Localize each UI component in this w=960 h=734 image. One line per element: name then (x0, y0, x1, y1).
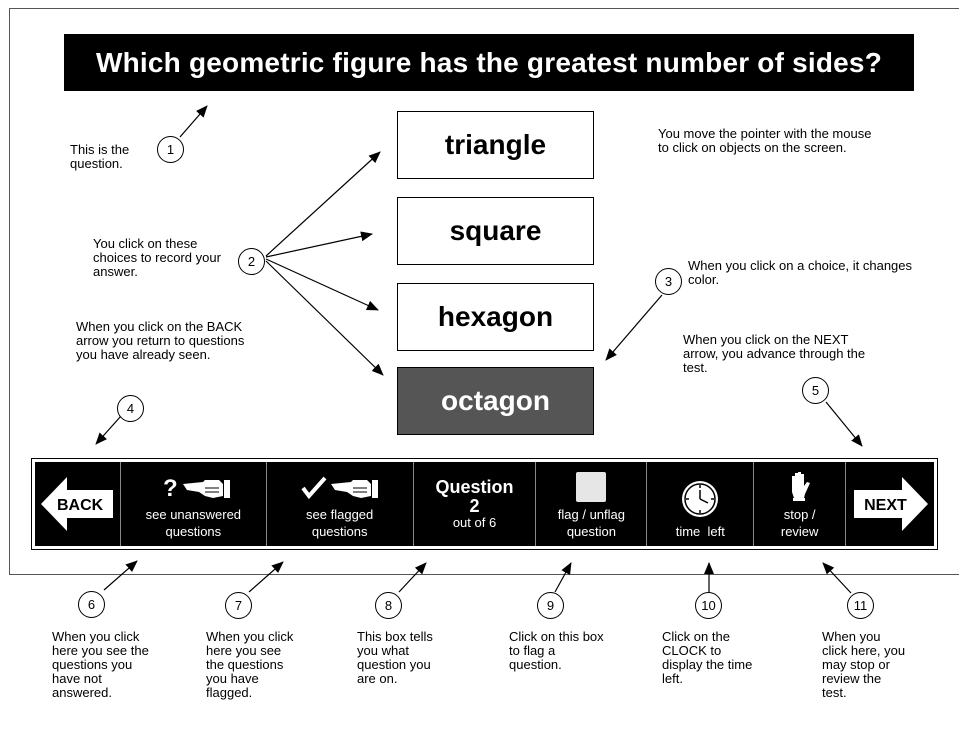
choice-square[interactable]: square (397, 197, 594, 265)
callout-number-7: 7 (225, 592, 252, 619)
callout-number-6: 6 (78, 591, 105, 618)
next-label: NEXT (864, 497, 907, 514)
callout-number-1: 1 (157, 136, 184, 163)
unanswered-label-1: see unanswered (145, 507, 242, 522)
unanswered-label-2: questions (165, 524, 222, 539)
stop-label-1: stop / (783, 507, 816, 522)
choice-triangle[interactable]: triangle (397, 111, 594, 179)
arrow-2d (265, 260, 384, 376)
question-indicator-title: Question (435, 477, 514, 497)
note-next: When you click on the NEXT arrow, you ad… (683, 332, 866, 375)
choice-label: octagon (441, 385, 550, 416)
choice-label: triangle (444, 129, 547, 160)
arrow-4 (95, 415, 122, 445)
arrow-6 (103, 560, 138, 591)
flagged-label-2: questions (311, 524, 368, 539)
arrow-2a (265, 151, 381, 257)
next-arrow-icon (854, 477, 929, 531)
arrow-2b (265, 231, 373, 258)
svg-text:?: ? (163, 475, 178, 502)
note-clock: Click on the CLOCK to display the time l… (662, 629, 753, 686)
note-flagged: When you click here you see the question… (206, 629, 294, 700)
back-label: BACK (57, 497, 104, 514)
next-button[interactable]: NEXT (846, 462, 934, 546)
time-left-label: time left (675, 524, 725, 539)
choice-hexagon[interactable]: hexagon (397, 283, 594, 351)
question-banner: Which geometric figure has the greatest … (64, 34, 914, 91)
question-indicator: Question 2 out of 6 (414, 462, 537, 546)
note-choices: You click on these choices to record you… (93, 236, 221, 279)
arrow-8 (398, 562, 427, 593)
choice-label: square (449, 215, 542, 246)
note-stop: When you click here, you may stop or rev… (822, 629, 906, 700)
question-hand-icon: ? (163, 475, 231, 502)
stop-label-2: review (780, 524, 819, 539)
note-pointer: You move the pointer with the mouse to c… (658, 126, 872, 155)
arrow-1 (179, 105, 208, 138)
navigation-toolbar: BACK ? see unanswered questions see flag… (31, 458, 938, 550)
choice-label: hexagon (437, 301, 554, 332)
back-button[interactable]: BACK (35, 462, 121, 546)
callout-number-11: 11 (847, 592, 874, 619)
callout-number-3: 3 (655, 268, 682, 295)
question-text: Which geometric figure has the greatest … (95, 46, 882, 78)
arrow-3 (605, 294, 663, 361)
note-back: When you click on the BACK arrow you ret… (76, 319, 245, 362)
note-flag: Click on this box to flag a question. (509, 629, 604, 672)
stop-review-button[interactable]: stop / review (754, 462, 847, 546)
callout-number-8: 8 (375, 592, 402, 619)
arrow-9 (554, 562, 572, 593)
note-question: This is the question. (70, 142, 130, 171)
choice-octagon[interactable]: octagon (397, 367, 594, 435)
see-unanswered-button[interactable]: ? see unanswered questions (121, 462, 267, 546)
callout-number-9: 9 (537, 592, 564, 619)
flag-label-1: flag / unflag (557, 507, 625, 522)
note-question-box: This box tells you what question you are… (357, 629, 433, 686)
arrow-2c (265, 258, 379, 311)
flag-label-2: question (566, 524, 616, 539)
screen-frame (9, 8, 959, 575)
arrow-7 (248, 561, 284, 593)
see-flagged-button[interactable]: see flagged questions (267, 462, 414, 546)
time-left-button[interactable]: time left (647, 462, 755, 546)
flag-unflag-button[interactable]: flag / unflag question (536, 462, 648, 546)
flag-box-icon (576, 472, 607, 502)
callout-number-4: 4 (117, 395, 144, 422)
note-color-change: When you click on a choice, it changes c… (688, 258, 913, 287)
callout-number-10: 10 (695, 592, 722, 619)
clock-icon (682, 481, 719, 517)
arrow-11 (822, 562, 852, 594)
note-unanswered: When you click here you see the question… (52, 629, 149, 700)
back-arrow-icon (41, 477, 114, 531)
flagged-label-1: see flagged (306, 507, 374, 522)
checkmark-hand-icon (301, 476, 378, 500)
question-indicator-number: 2 (469, 496, 480, 516)
callout-number-2: 2 (238, 248, 265, 275)
callout-number-5: 5 (802, 377, 829, 404)
stop-hand-icon (791, 472, 810, 501)
arrow-5 (825, 401, 863, 447)
question-indicator-total: out of 6 (452, 515, 497, 530)
